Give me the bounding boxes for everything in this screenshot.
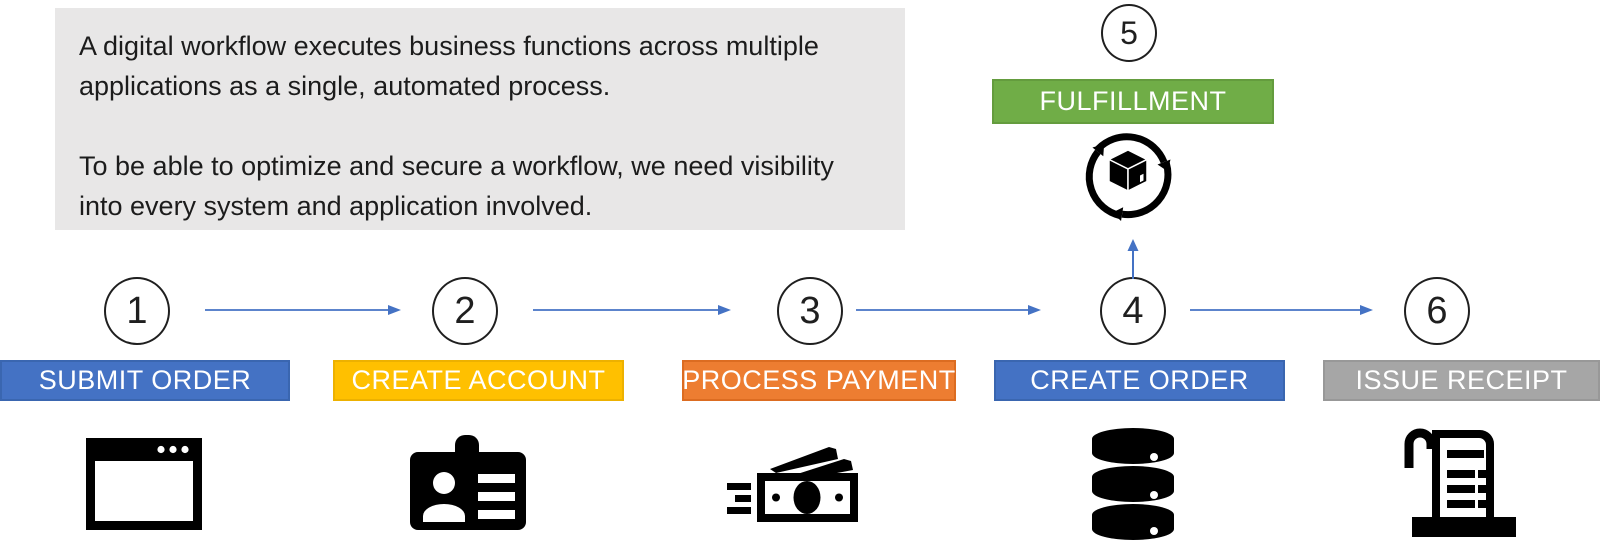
- receipt-icon: [1402, 424, 1518, 538]
- cash-payment-icon: [725, 437, 865, 532]
- arrow-step2-to-step3-icon: [533, 302, 731, 318]
- step-circle-1: 1: [104, 277, 170, 345]
- arrow-step4-to-fulfillment-icon: [1125, 239, 1141, 279]
- label-issue-receipt: ISSUE RECEIPT: [1355, 365, 1568, 395]
- label-process-payment: PROCESS PAYMENT: [682, 365, 956, 395]
- label-bar-create-order: CREATE ORDER: [994, 360, 1285, 401]
- label-create-account: CREATE ACCOUNT: [351, 365, 606, 395]
- id-badge-icon: [410, 432, 526, 532]
- label-bar-issue-receipt: ISSUE RECEIPT: [1323, 360, 1600, 401]
- arrow-step3-to-step4-icon: [856, 302, 1041, 318]
- step-number-4: 4: [1122, 289, 1144, 332]
- step-number-3: 3: [799, 289, 821, 332]
- arrow-step1-to-step2-icon: [205, 302, 401, 318]
- step-number-2: 2: [454, 289, 476, 332]
- step-number-1: 1: [126, 289, 148, 332]
- step-circle-3: 3: [777, 277, 843, 345]
- browser-window-icon: [86, 438, 202, 530]
- label-bar-process-payment: PROCESS PAYMENT: [682, 360, 956, 401]
- step-number-5: 5: [1120, 14, 1138, 51]
- database-icon: [1090, 428, 1176, 540]
- description-paragraph-1: A digital workflow executes business fun…: [79, 31, 819, 101]
- description-paragraph-2: To be able to optimize and secure a work…: [79, 151, 834, 221]
- step-circle-5: 5: [1101, 4, 1157, 62]
- package-sync-icon: [1077, 124, 1179, 228]
- description-panel: A digital workflow executes business fun…: [55, 8, 905, 230]
- step-circle-6: 6: [1404, 277, 1470, 345]
- step-circle-4: 4: [1100, 277, 1166, 345]
- label-bar-submit-order: SUBMIT ORDER: [0, 360, 290, 401]
- label-bar-create-account: CREATE ACCOUNT: [333, 360, 624, 401]
- label-fulfillment: FULFILLMENT: [1039, 86, 1227, 116]
- label-create-order: CREATE ORDER: [1030, 365, 1249, 395]
- label-bar-fulfillment: FULFILLMENT: [992, 79, 1274, 124]
- arrow-step4-to-step6-icon: [1190, 302, 1373, 318]
- label-submit-order: SUBMIT ORDER: [38, 365, 252, 395]
- step-number-6: 6: [1426, 289, 1448, 332]
- step-circle-2: 2: [432, 277, 498, 345]
